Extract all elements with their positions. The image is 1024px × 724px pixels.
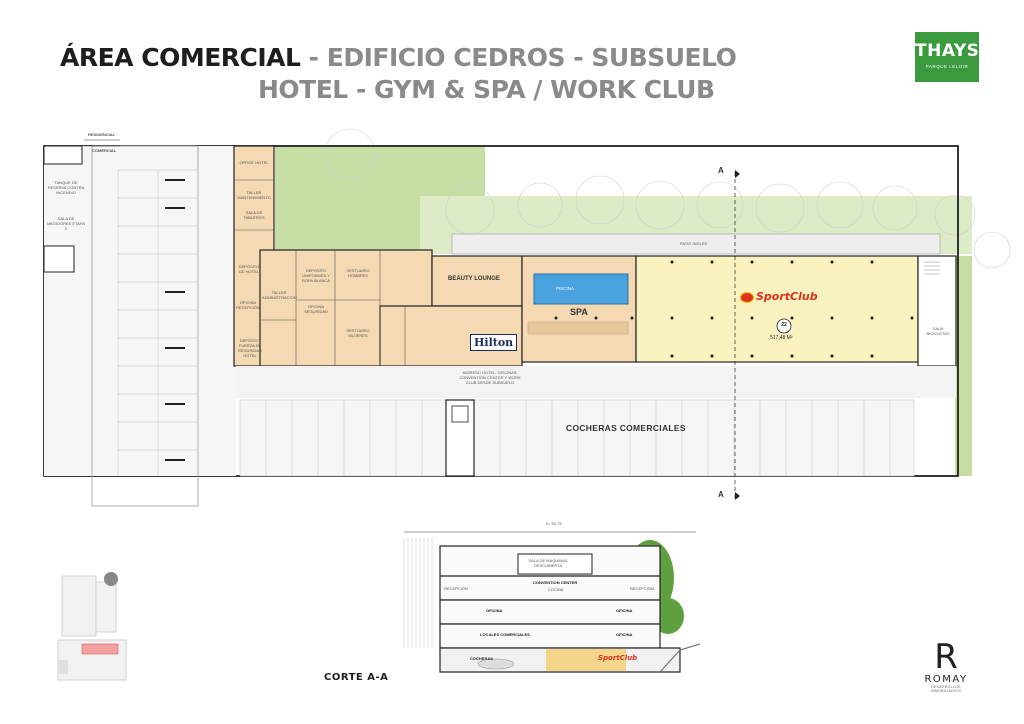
key-plan-highlight [81,643,119,655]
label-depo-hotel: DEPÓSITO DE HOTEL [238,264,260,274]
label-vestuario-mujeres: VESTUARIO MUJERES [346,328,370,338]
romay-logo-sub: DESARROLLOS INMOBILIARIOS [930,685,962,693]
section-convention-center: CONVENTION CENTER [533,580,578,585]
label-sala-bicicletas: SALA BICICLETAS [926,326,950,336]
label-taller-administracion: TALLER ADMINISTRACIÓN [262,290,297,300]
section-drawing [403,531,700,673]
section-mark-bottom: A [718,490,724,499]
parking-bays-left [117,169,199,476]
sportclub-area [635,255,919,363]
thays-logo-sub: PARQUE LELOIR [925,64,969,69]
label-piscina: PISCINA [556,286,575,291]
section-recepcion-right: RECEPCION [630,586,654,591]
title-main: ÁREA COMERCIAL [60,43,301,72]
section-label: CORTE A-A [324,672,389,683]
label-tanque: TANQUE DE RESERVA CONTRA INCENDIO [47,180,85,195]
label-unit-number: 22 [781,322,787,328]
title-line-2: HOTEL - GYM & SPA / WORK CLUB [258,76,715,104]
section-sala-maquinas: SALA DE MAQUINAS DESCUBIERTA [528,558,568,568]
section-locales: LOCALES COMERCIALES [480,632,530,637]
label-vestuario-hombres: VESTUARIO HOMBRES [346,268,370,278]
unit-number-circle [776,318,792,334]
label-office-hotel: OFFICE HOTEL [239,160,269,165]
tree-outlines [324,128,1011,269]
sportclub-logo: SportClub [740,290,818,303]
section-cocina: COCINA [548,587,564,592]
label-patio: PATIO INGLES [680,241,708,246]
section-mark-top: A [718,166,724,175]
label-oficina-seguridad: OFICINA SEGURIDAD [304,304,328,314]
label-sala-medidores: SALA DE MEDIDORES ETAPA 2 [47,216,85,231]
section-sportclub-area [546,649,626,671]
hilton-logo: Hilton [470,334,518,351]
section-cocheras: COCHERAS [470,656,493,661]
label-comercial: COMERCIAL [92,148,117,153]
garden-area-3 [955,256,972,476]
romay-logo: R ROMAY DESARROLLOS INMOBILIARIOS [916,640,976,693]
label-beauty-lounge: BEAUTY LOUNGE [448,276,500,282]
label-ingreso-note: INGRESO HOTEL, OFICINAS, CONVENTION CENT… [459,370,521,385]
label-sala-tableros: SALA DE TABLEROS [243,210,265,220]
label-deposito-fuerza: DEPÓSITO FUERZA DE SEGURIDAD HOTEL [238,338,262,358]
title-subtitle-2: HOTEL - GYM & SPA / WORK CLUB [258,75,715,104]
section-oficina-right: OFICINA [616,608,633,613]
label-spa: SPA [570,307,588,317]
label-unit-area: 517,48 M² [770,335,793,341]
romay-logo-name: ROMAY [924,674,968,685]
section-oficina-right-2: OFICINA [616,632,633,637]
romay-r-icon: R [934,637,958,677]
section-recepcion-left: RECEPCION [444,586,468,591]
key-plan [57,575,127,681]
title-line-1: ÁREA COMERCIAL - EDIFICIO CEDROS - SUBSU… [60,43,737,72]
section-oficina-left: OFICINA [486,608,503,613]
section-sportclub-logo: SportClub [598,654,638,662]
label-cocheras-comerciales: COCHERAS COMERCIALES [566,423,686,433]
parking-bays-commercial [239,399,915,477]
label-oficina-recepcion: OFICINA RECEPCIÓN [236,300,260,310]
thays-logo: THAYS PARQUE LELOIR [915,32,979,82]
title-subtitle-1: - EDIFICIO CEDROS - SUBSUELO [300,43,737,72]
sportclub-swoosh-icon [740,291,754,303]
label-residencial: RESIDENCIAL [88,132,116,137]
north-compass-icon [104,572,118,586]
section-dimension: 5 / 30.75 [546,521,562,526]
pool [533,273,629,305]
structural-columns [554,260,914,358]
thays-logo-name: THAYS [915,41,980,61]
sportclub-logo-text: SportClub [756,290,818,303]
label-taller: TALLER MANTENIMIENTO [237,190,271,200]
label-deposito-uniformes: DEPÓSITO UNIFORMES Y ROPA BLANCA [302,268,330,283]
